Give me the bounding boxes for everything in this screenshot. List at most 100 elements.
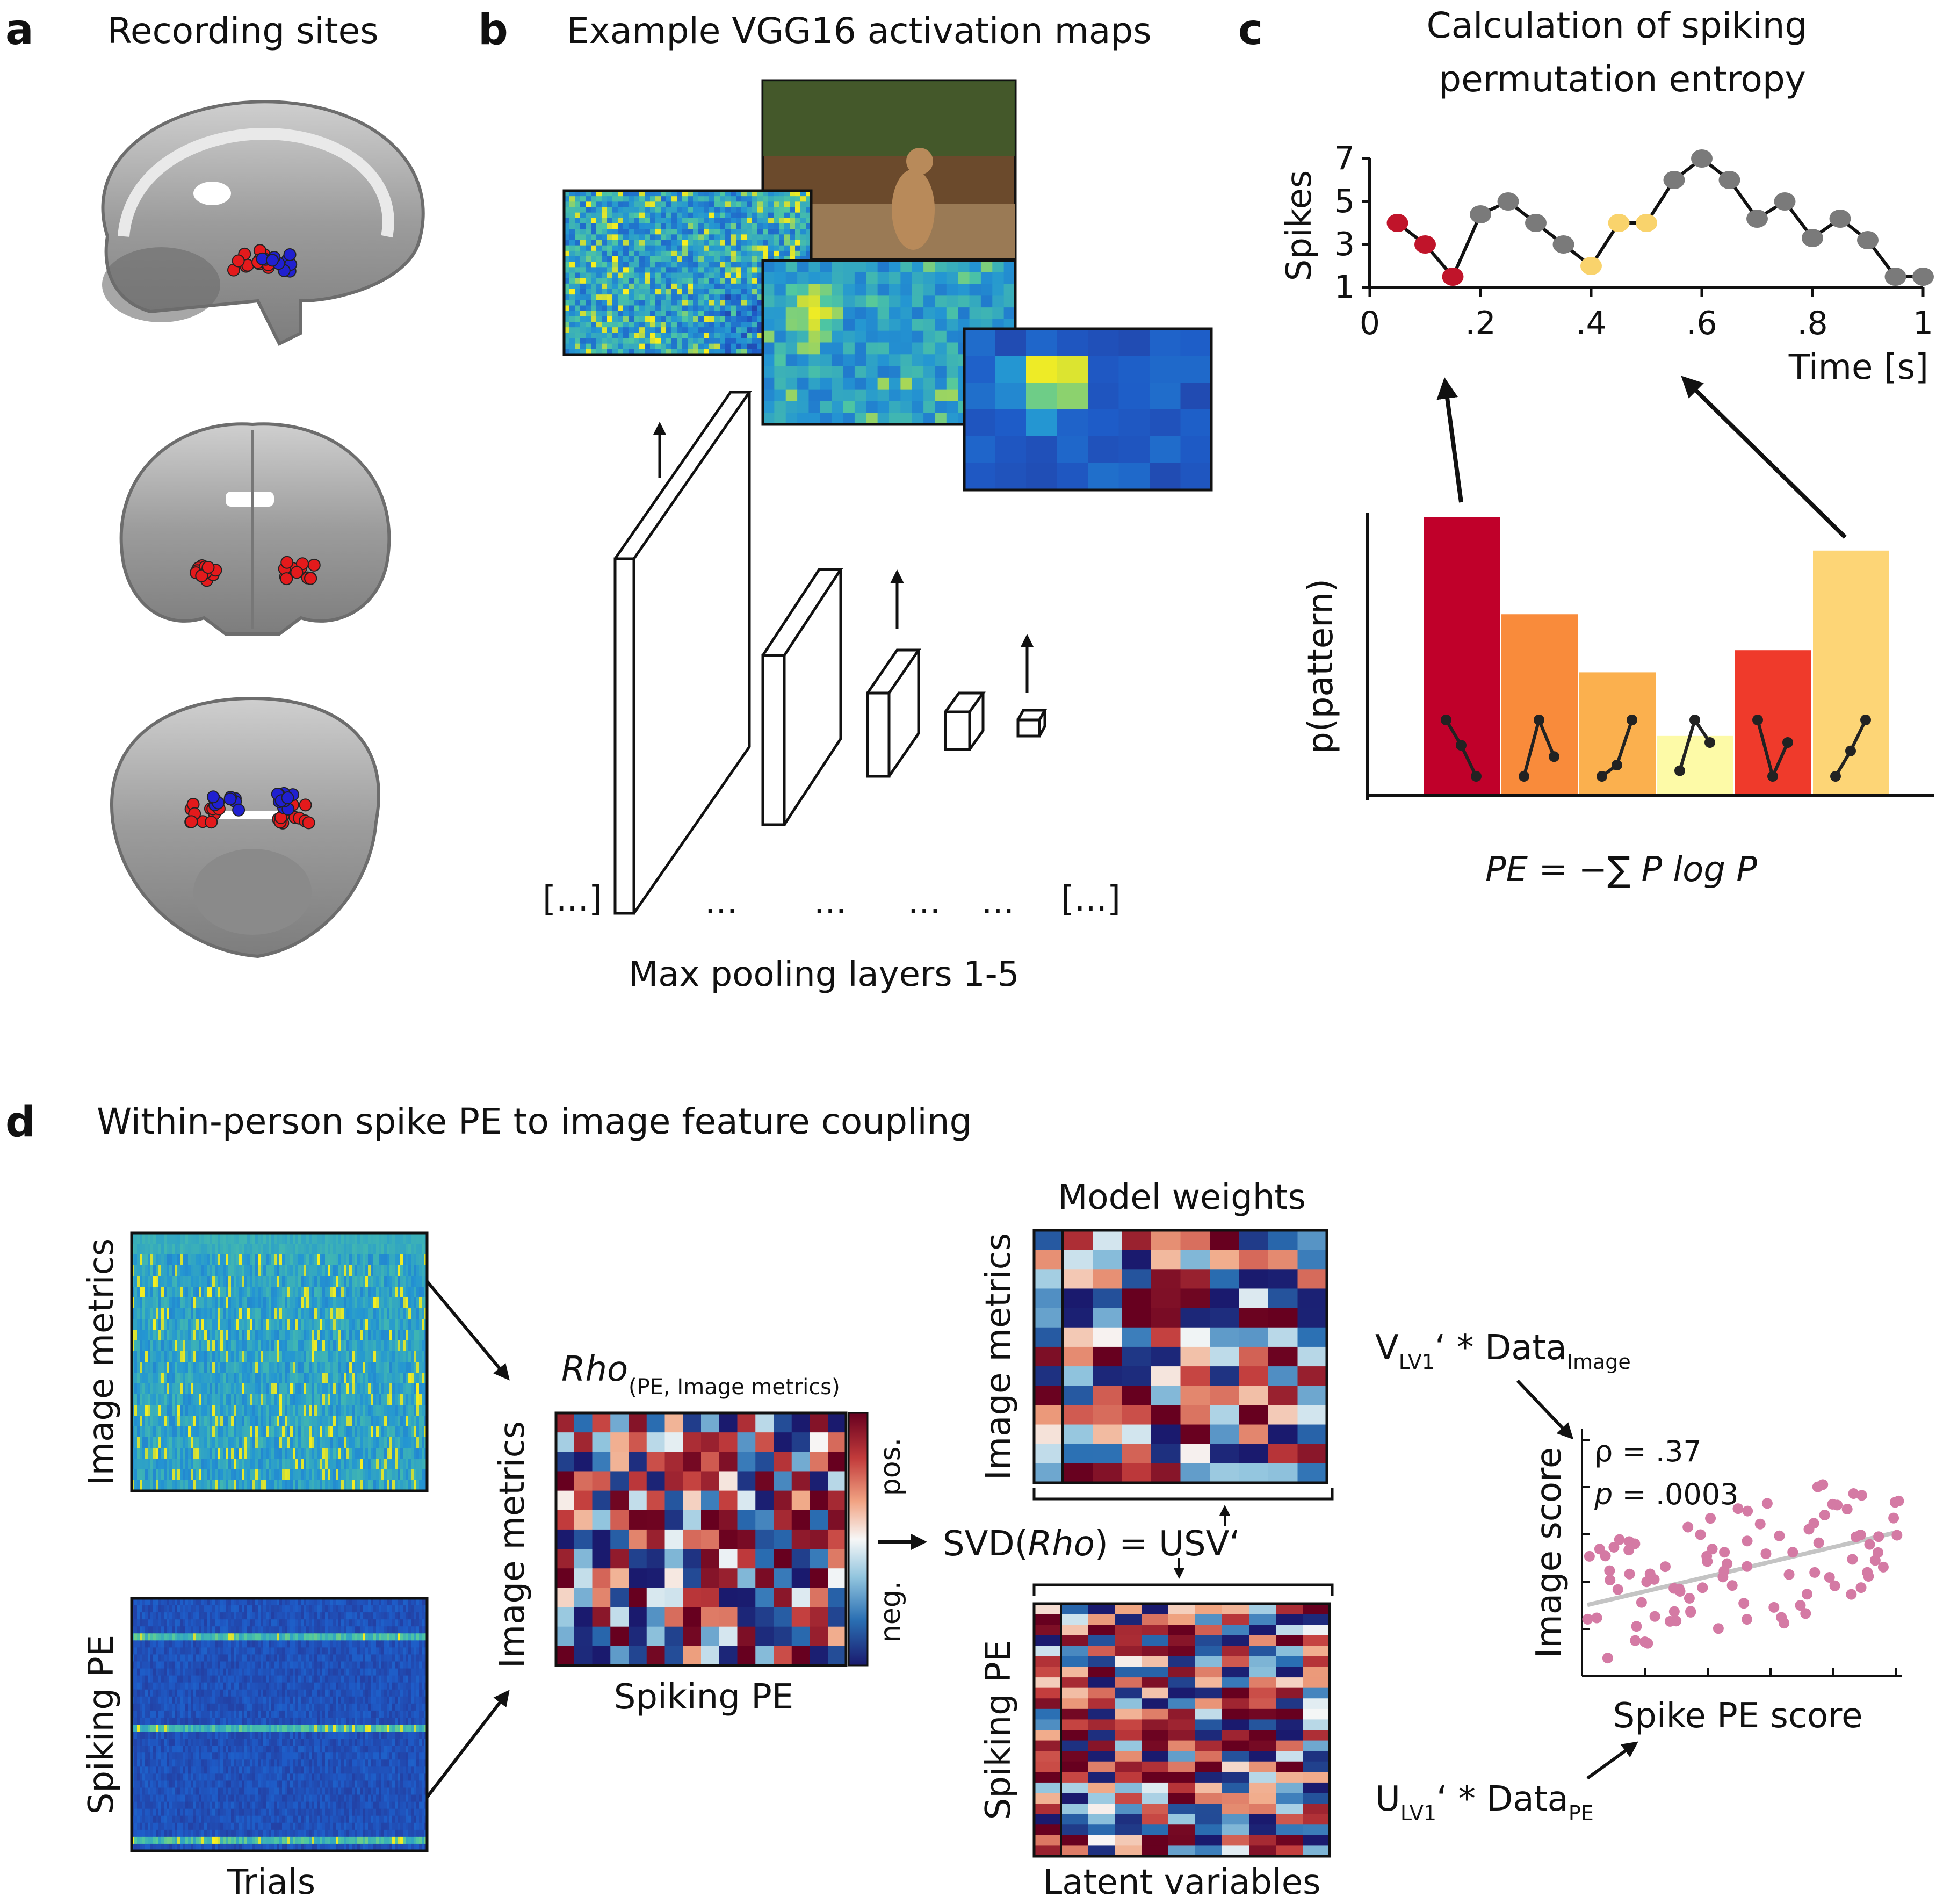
activation-map-3-cell xyxy=(889,261,901,273)
image-metrics-heatmap-cell xyxy=(161,1448,164,1459)
image-metrics-heatmap-cell xyxy=(277,1276,280,1287)
image-metrics-heatmap-cell xyxy=(376,1319,379,1330)
spiking-pe-heatmap-cell xyxy=(282,1598,285,1606)
activation-map-1-cell xyxy=(596,229,602,235)
image-metrics-heatmap-cell xyxy=(341,1276,344,1287)
spiking-pe-heatmap-cell xyxy=(398,1605,401,1613)
spiking-pe-heatmap-cell xyxy=(295,1619,299,1627)
activation-map-1-cell xyxy=(639,300,645,306)
image-metrics-heatmap-cell xyxy=(277,1340,280,1352)
image-metrics-heatmap-cell xyxy=(242,1469,245,1481)
image-metrics-heatmap-cell xyxy=(271,1480,274,1491)
image-metrics-heatmap-cell xyxy=(175,1480,178,1491)
image-metrics-heatmap-cell xyxy=(142,1330,146,1341)
spiking-pe-heatmap-cell xyxy=(252,1598,256,1606)
image-metrics-heatmap-cell xyxy=(244,1297,248,1309)
image-metrics-heatmap-cell xyxy=(408,1405,411,1416)
image-metrics-heatmap-cell xyxy=(156,1362,159,1373)
spiking-pe-heatmap-cell xyxy=(282,1619,285,1627)
image-metrics-heatmap-cell xyxy=(298,1480,301,1491)
activation-map-1-cell xyxy=(688,300,694,306)
image-metrics-heatmap-cell xyxy=(234,1469,237,1481)
image-metrics-heatmap-cell xyxy=(312,1351,315,1362)
image-metrics-heatmap-cell xyxy=(207,1308,210,1319)
activation-map-3-cell xyxy=(763,272,775,285)
image-metrics-heatmap-cell xyxy=(153,1394,156,1405)
activation-map-1-cell xyxy=(790,240,796,246)
activation-map-1-cell xyxy=(747,311,753,317)
image-metrics-heatmap-cell xyxy=(298,1308,301,1319)
activation-map-3-cell xyxy=(774,377,786,390)
image-metrics-heatmap-cell xyxy=(142,1448,146,1459)
activation-map-1-cell xyxy=(731,229,736,235)
activation-map-1-cell xyxy=(752,262,758,268)
spiking-pe-heatmap-cell xyxy=(210,1605,213,1613)
spiking-pe-heatmap-cell xyxy=(371,1598,374,1606)
image-metrics-heatmap-cell xyxy=(363,1480,366,1491)
image-metrics-heatmap-cell xyxy=(298,1319,301,1330)
activation-map-3-cell xyxy=(900,366,913,378)
spikes-point xyxy=(1829,210,1851,228)
activation-map-1-cell xyxy=(720,343,726,350)
image-metrics-heatmap-cell xyxy=(167,1244,170,1255)
image-metrics-heatmap-cell xyxy=(406,1383,409,1395)
activation-map-1-cell xyxy=(623,316,629,322)
image-metrics-heatmap-cell xyxy=(371,1297,374,1309)
image-metrics-heatmap-cell xyxy=(282,1287,285,1298)
activation-map-1-cell xyxy=(747,349,753,355)
activation-map-1-cell xyxy=(806,207,812,213)
spiking-pe-heatmap-cell xyxy=(175,1612,178,1620)
image-metrics-heatmap-cell xyxy=(314,1362,317,1373)
image-metrics-heatmap-cell xyxy=(408,1287,411,1298)
image-metrics-heatmap-cell xyxy=(373,1233,377,1244)
activation-map-1-cell xyxy=(666,294,672,300)
image-metrics-heatmap-cell xyxy=(134,1340,138,1352)
activation-map-1-cell xyxy=(612,349,618,355)
image-metrics-heatmap-cell xyxy=(193,1469,197,1481)
image-metrics-heatmap-cell xyxy=(137,1308,140,1319)
image-metrics-heatmap-cell xyxy=(271,1308,274,1319)
image-metrics-heatmap-cell xyxy=(236,1297,240,1309)
image-metrics-heatmap-cell xyxy=(371,1287,374,1298)
image-metrics-heatmap-cell xyxy=(287,1244,291,1255)
image-metrics-heatmap-cell xyxy=(193,1340,197,1352)
activation-map-1-cell xyxy=(693,300,699,306)
image-metrics-heatmap-cell xyxy=(145,1308,148,1319)
activation-map-1-cell xyxy=(693,272,699,279)
activation-map-1-cell xyxy=(596,212,602,219)
image-metrics-heatmap-cell xyxy=(191,1297,194,1309)
image-metrics-heatmap-cell xyxy=(333,1330,336,1341)
image-metrics-heatmap-cell xyxy=(279,1362,283,1373)
image-metrics-heatmap-cell xyxy=(148,1244,151,1255)
image-metrics-heatmap-cell xyxy=(145,1459,148,1470)
image-metrics-heatmap-cell xyxy=(325,1297,328,1309)
spiking-pe-heatmap-cell xyxy=(150,1605,154,1613)
spiking-pe-heatmap-cell xyxy=(338,1605,342,1613)
image-metrics-heatmap-cell xyxy=(295,1394,299,1405)
image-metrics-heatmap-cell xyxy=(277,1254,280,1266)
image-metrics-heatmap-cell xyxy=(271,1383,274,1395)
image-metrics-heatmap-cell xyxy=(384,1373,387,1384)
image-metrics-heatmap-cell xyxy=(357,1480,360,1491)
image-metrics-heatmap-cell xyxy=(336,1276,339,1287)
activation-map-1-cell xyxy=(607,305,613,312)
activation-map-1-cell xyxy=(741,311,747,317)
image-metrics-heatmap-cell xyxy=(411,1362,414,1373)
image-metrics-heatmap-cell xyxy=(416,1297,420,1309)
recording-site-dot xyxy=(280,572,293,586)
activation-map-3-cell xyxy=(797,366,810,378)
activation-map-1-cell xyxy=(774,207,779,213)
activation-map-1-cell xyxy=(645,256,651,262)
image-metrics-heatmap-cell xyxy=(234,1480,237,1491)
image-metrics-heatmap-cell xyxy=(177,1373,180,1384)
image-metrics-heatmap-cell xyxy=(177,1287,180,1298)
image-metrics-heatmap-cell xyxy=(422,1351,425,1362)
spiking-pe-heatmap-cell xyxy=(250,1612,253,1620)
image-metrics-heatmap-cell xyxy=(301,1459,304,1470)
image-metrics-heatmap-cell xyxy=(381,1351,385,1362)
image-metrics-heatmap-cell xyxy=(255,1265,258,1276)
image-metrics-heatmap-cell xyxy=(293,1308,296,1319)
spiking-pe-heatmap-cell xyxy=(328,1598,331,1606)
image-metrics-heatmap-cell xyxy=(338,1416,342,1427)
image-metrics-heatmap-cell xyxy=(371,1480,374,1491)
